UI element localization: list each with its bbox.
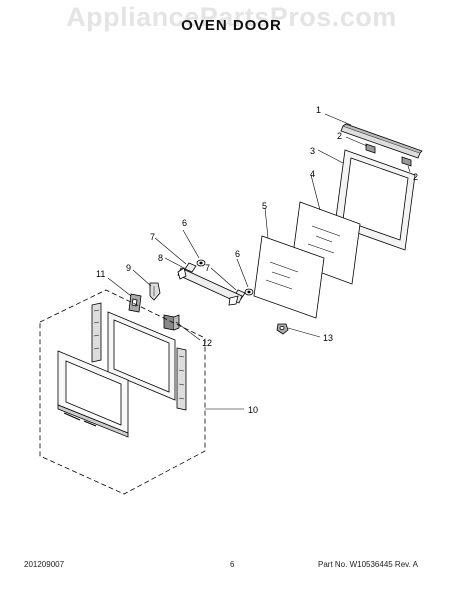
callout-3: 3 (310, 146, 315, 156)
part-5-middle-glass[interactable] (253, 235, 325, 319)
part-6-washer-lower[interactable] (244, 288, 254, 296)
part-7-spacer-upper[interactable] (184, 262, 197, 273)
part-2-bracket-left[interactable] (365, 143, 376, 154)
callout-4: 4 (310, 169, 315, 179)
callout-2-lower: 2 (413, 172, 418, 182)
watermark: AppliancePartsPros.com (66, 2, 397, 32)
footer-document-number: 201209007 (24, 560, 65, 569)
footer-part-number: Part No. W10536445 Rev. A (318, 560, 418, 569)
leader-lines (107, 113, 411, 410)
part-9-handle-bracket[interactable] (149, 282, 161, 301)
part-8-door-handle[interactable] (177, 267, 243, 306)
part-11-latch[interactable] (128, 293, 142, 313)
callout-1: 1 (316, 105, 321, 115)
callout-8: 8 (158, 253, 163, 263)
footer-page-number: 6 (230, 560, 235, 569)
callout-12: 12 (202, 338, 212, 348)
part-13-screw[interactable] (276, 323, 289, 335)
part-10-outer-door-assembly[interactable] (39, 289, 206, 495)
part-2-bracket-right[interactable] (401, 156, 412, 167)
callout-7-lower: 7 (205, 263, 210, 273)
callout-6-lower: 6 (235, 249, 240, 259)
callout-13: 13 (323, 333, 333, 343)
callout-5: 5 (262, 201, 267, 211)
callout-10: 10 (248, 405, 258, 415)
callout-2-upper: 2 (337, 131, 342, 141)
part-6-washer-upper[interactable] (196, 259, 206, 267)
callout-9: 9 (126, 263, 131, 273)
callout-11: 11 (96, 269, 105, 279)
callout-6-upper: 6 (182, 218, 187, 228)
page-title: OVEN DOOR (181, 17, 282, 34)
part-1-door-trim[interactable] (340, 123, 423, 159)
callout-7-upper: 7 (150, 232, 155, 242)
